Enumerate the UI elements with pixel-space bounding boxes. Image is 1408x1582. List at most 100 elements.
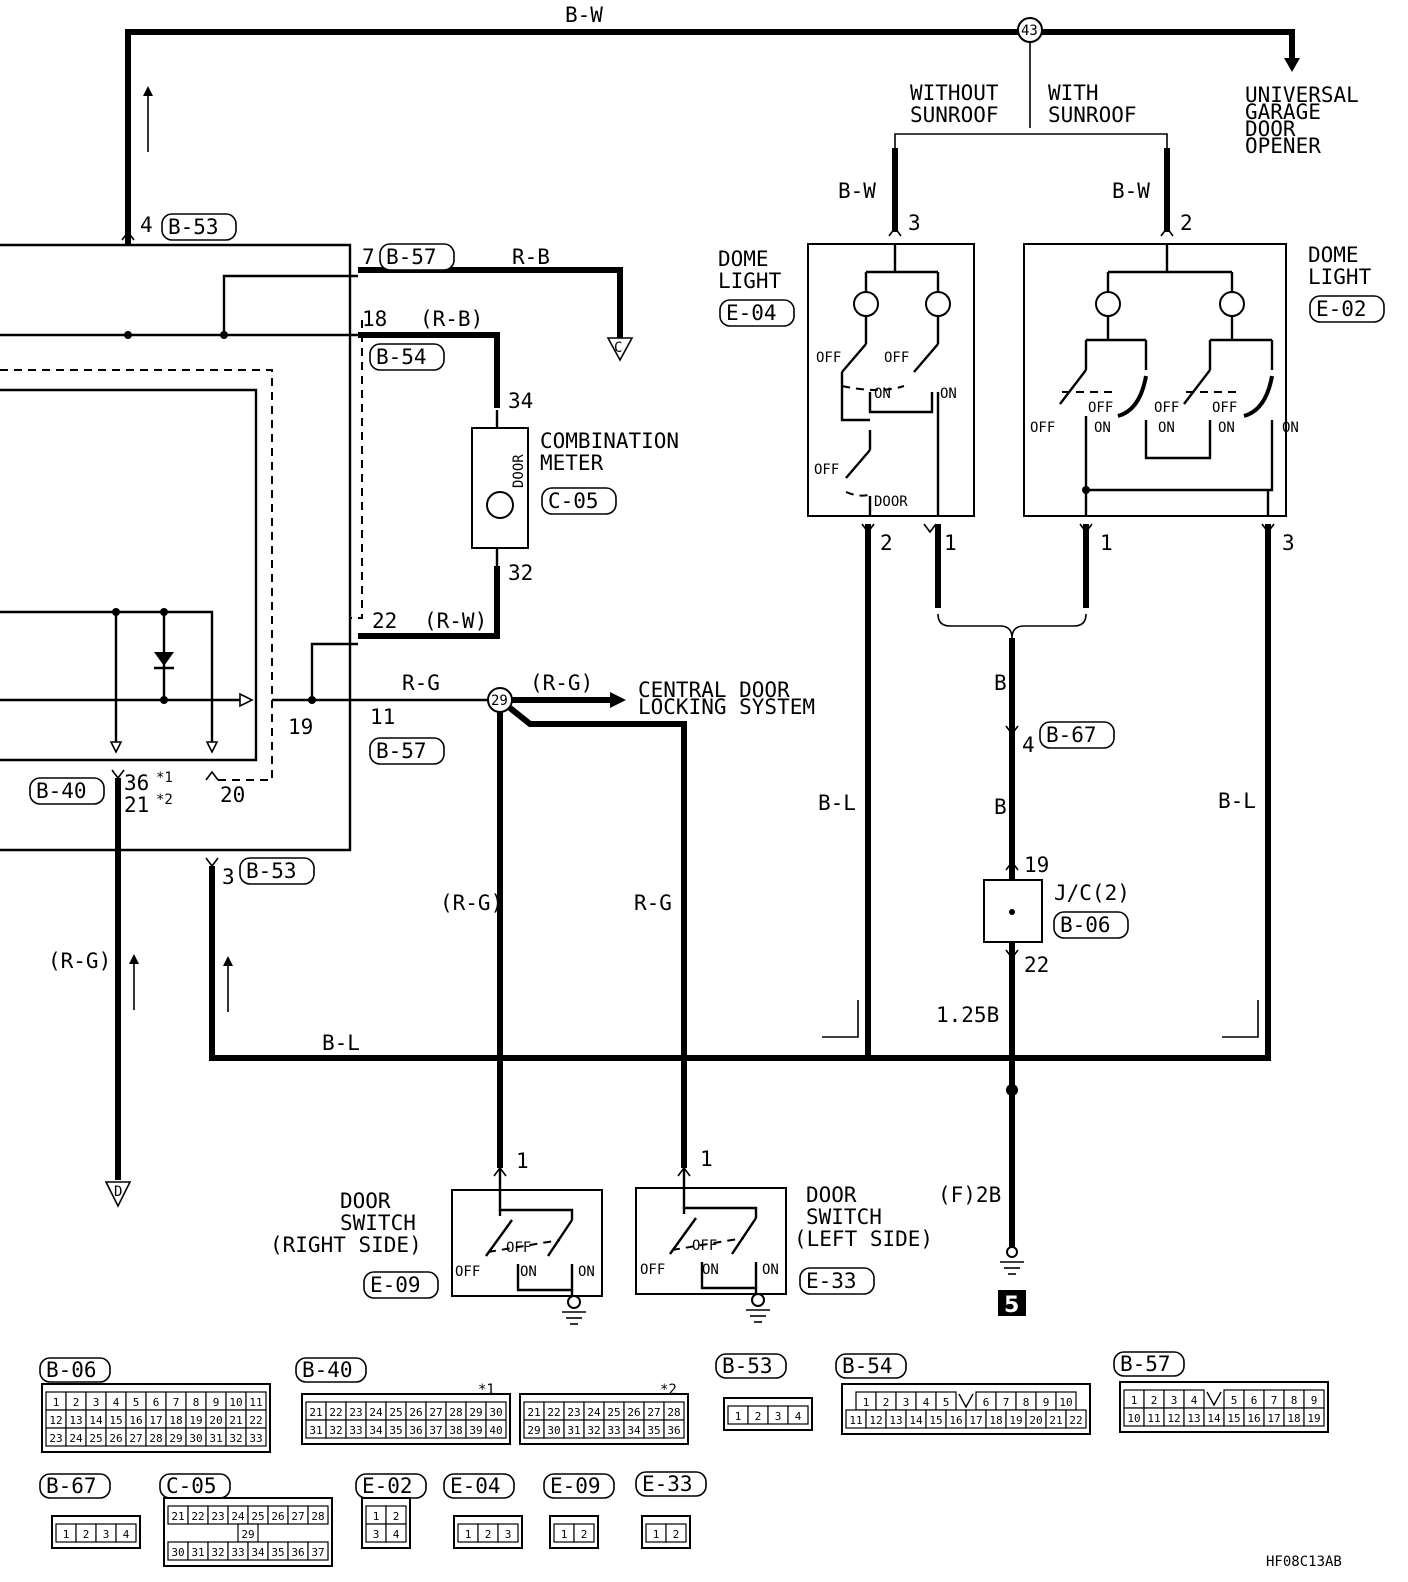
legend-b67-pin: 2 — [83, 1528, 90, 1541]
legend-b40-1-pin: 34 — [369, 1424, 383, 1437]
legend-e02-pin: 3 — [373, 1528, 380, 1541]
legend-e09-pin: 1 — [561, 1528, 568, 1541]
legend-c05-pin: 28 — [311, 1510, 324, 1523]
legend-e04-pin: 2 — [485, 1528, 492, 1541]
legend-b40-1-pin: 29 — [469, 1406, 482, 1419]
legend-b06-pin: 15 — [109, 1414, 122, 1427]
bl-bus: 20 3 B-53 B-L B-L B-L — [205, 524, 1271, 1061]
legend-b06-pin: 29 — [169, 1432, 182, 1445]
legend-b57-pin: 8 — [1291, 1394, 1298, 1407]
legend-b06-pin: 21 — [229, 1414, 242, 1427]
pin-1-e04: 1 — [944, 531, 957, 555]
legend-b40-2-pin: 36 — [667, 1424, 680, 1437]
legend-b06-pin: 14 — [89, 1414, 103, 1427]
legend-b06-pin: 32 — [229, 1432, 242, 1445]
legend-b40-1-pin: 40 — [489, 1424, 502, 1437]
legend-b53-pin: 3 — [775, 1410, 782, 1423]
pin-3-e02: 3 — [1282, 531, 1295, 555]
legend-label-e33: E-33 — [642, 1472, 693, 1496]
legend-c05-pin: 35 — [271, 1546, 284, 1559]
connector-b67: B-67 — [1046, 723, 1097, 747]
legend-c05-pin: 25 — [251, 1510, 264, 1523]
diagram-code: HF08C13AB — [1266, 1554, 1342, 1570]
door-switch-e33: 1 OFF OFF ON ON DOOR SWITCH (LEFT SIDE) … — [635, 1147, 933, 1323]
connector-b53-low: B-53 — [246, 859, 297, 883]
legend-b06-pin: 26 — [109, 1432, 122, 1445]
legend-b06-pin: 31 — [209, 1432, 222, 1445]
pin-1-e09: 1 — [516, 1149, 529, 1173]
jc-label: J/C(2) — [1054, 881, 1130, 905]
pin-34: 34 — [508, 389, 533, 413]
dome-light-e02: B-W 2 OFF OFF ON OFF ON OFF ON ON — [1023, 148, 1385, 555]
off-e09-a: OFF — [455, 1264, 480, 1280]
wire-label-bw-top: B-W — [565, 3, 603, 27]
on-e04-b: ON — [940, 386, 957, 402]
legend-b54-pin: 10 — [1059, 1396, 1072, 1409]
legend-b57-pin: 3 — [1171, 1394, 1178, 1407]
legend-b06-pin: 7 — [173, 1396, 180, 1409]
legend-b54-pin: 18 — [989, 1414, 1002, 1427]
legend-b06-pin: 4 — [113, 1396, 120, 1409]
legend-b57-pin: 9 — [1311, 1394, 1318, 1407]
pin-19-jc: 19 — [1024, 853, 1049, 877]
legend-label-b06: B-06 — [46, 1358, 97, 1382]
pin-32: 32 — [508, 561, 533, 585]
pin-3-e04: 3 — [908, 211, 921, 235]
on-e02-d: ON — [1282, 420, 1299, 436]
legend-b06-pin: 9 — [213, 1396, 220, 1409]
legend-b54-pin: 7 — [1003, 1396, 1010, 1409]
universal-garage-2: GARAGE — [1245, 100, 1321, 124]
door-switch-right-1: DOOR — [340, 1189, 391, 1213]
legend-b40-2-pin: 35 — [647, 1424, 660, 1437]
legend-b57-pin: 17 — [1267, 1412, 1280, 1425]
legend-label-b40: B-40 — [302, 1358, 353, 1382]
pin-19: 19 — [288, 715, 313, 739]
legend-b40-2-pin: 32 — [587, 1424, 600, 1437]
connector-b54: B-54 — [376, 345, 427, 369]
legend-b54-pin: 5 — [943, 1396, 950, 1409]
legend-e33-pin: 2 — [673, 1528, 680, 1541]
off-e02-b: OFF — [1088, 400, 1113, 416]
wire-label-rb-paren: (R-B) — [420, 307, 483, 331]
universal-garage-1: UNIVERSAL — [1245, 83, 1359, 107]
off-e02-c: OFF — [1154, 400, 1179, 416]
wire-label-1-25b: 1.25B — [936, 1003, 999, 1027]
dome-light-right-2: LIGHT — [1308, 265, 1372, 289]
star2-label: *2 — [156, 792, 173, 808]
legend-b54-pin: 1 — [863, 1396, 870, 1409]
pin-7: 7 — [362, 245, 375, 269]
legend-b40-1-pin: 26 — [409, 1406, 422, 1419]
legend-b54-pin: 16 — [949, 1414, 962, 1427]
legend-b40-1-pin: 25 — [389, 1406, 402, 1419]
legend-c05-pin: 37 — [311, 1546, 324, 1559]
legend-c05-pin: 32 — [211, 1546, 224, 1559]
connector-e33: E-33 — [806, 1269, 857, 1293]
off-e04-c: OFF — [814, 462, 839, 478]
legend-b06-pin: 22 — [249, 1414, 262, 1427]
legend-b40-2-pin: 34 — [627, 1424, 641, 1437]
legend-b40-1-pin: 35 — [389, 1424, 402, 1437]
with-sunroof-1: WITH — [1048, 81, 1099, 105]
door-switch-left-3: (LEFT SIDE) — [794, 1227, 933, 1251]
legend-b57-pin: 1 — [1131, 1394, 1138, 1407]
legend-b40-2-pin: 27 — [647, 1406, 660, 1419]
legend-e02-pin: 2 — [393, 1510, 400, 1523]
door-text: DOOR — [511, 454, 527, 488]
legend-b40-2-pin: 24 — [587, 1406, 601, 1419]
legend-c05-pin: 23 — [211, 1510, 224, 1523]
legend-c05-pin: 22 — [191, 1510, 204, 1523]
with-sunroof-2: SUNROOF — [1048, 103, 1137, 127]
offpage-c: C — [614, 340, 622, 356]
legend-b40-1-pin: 31 — [309, 1424, 322, 1437]
legend-label-e04: E-04 — [450, 1474, 501, 1498]
legend-b06-pin: 11 — [249, 1396, 262, 1409]
connector-b06: B-06 — [1060, 913, 1111, 937]
legend-b57-pin: 13 — [1187, 1412, 1200, 1425]
legend-b54-pin: 2 — [883, 1396, 890, 1409]
off-e33-b: OFF — [692, 1238, 717, 1254]
legend-b54-pin: 4 — [923, 1396, 930, 1409]
legend-b57-pin: 16 — [1247, 1412, 1260, 1425]
legend-b54-pin: 19 — [1009, 1414, 1022, 1427]
legend-b40-1-pin: 27 — [429, 1406, 442, 1419]
